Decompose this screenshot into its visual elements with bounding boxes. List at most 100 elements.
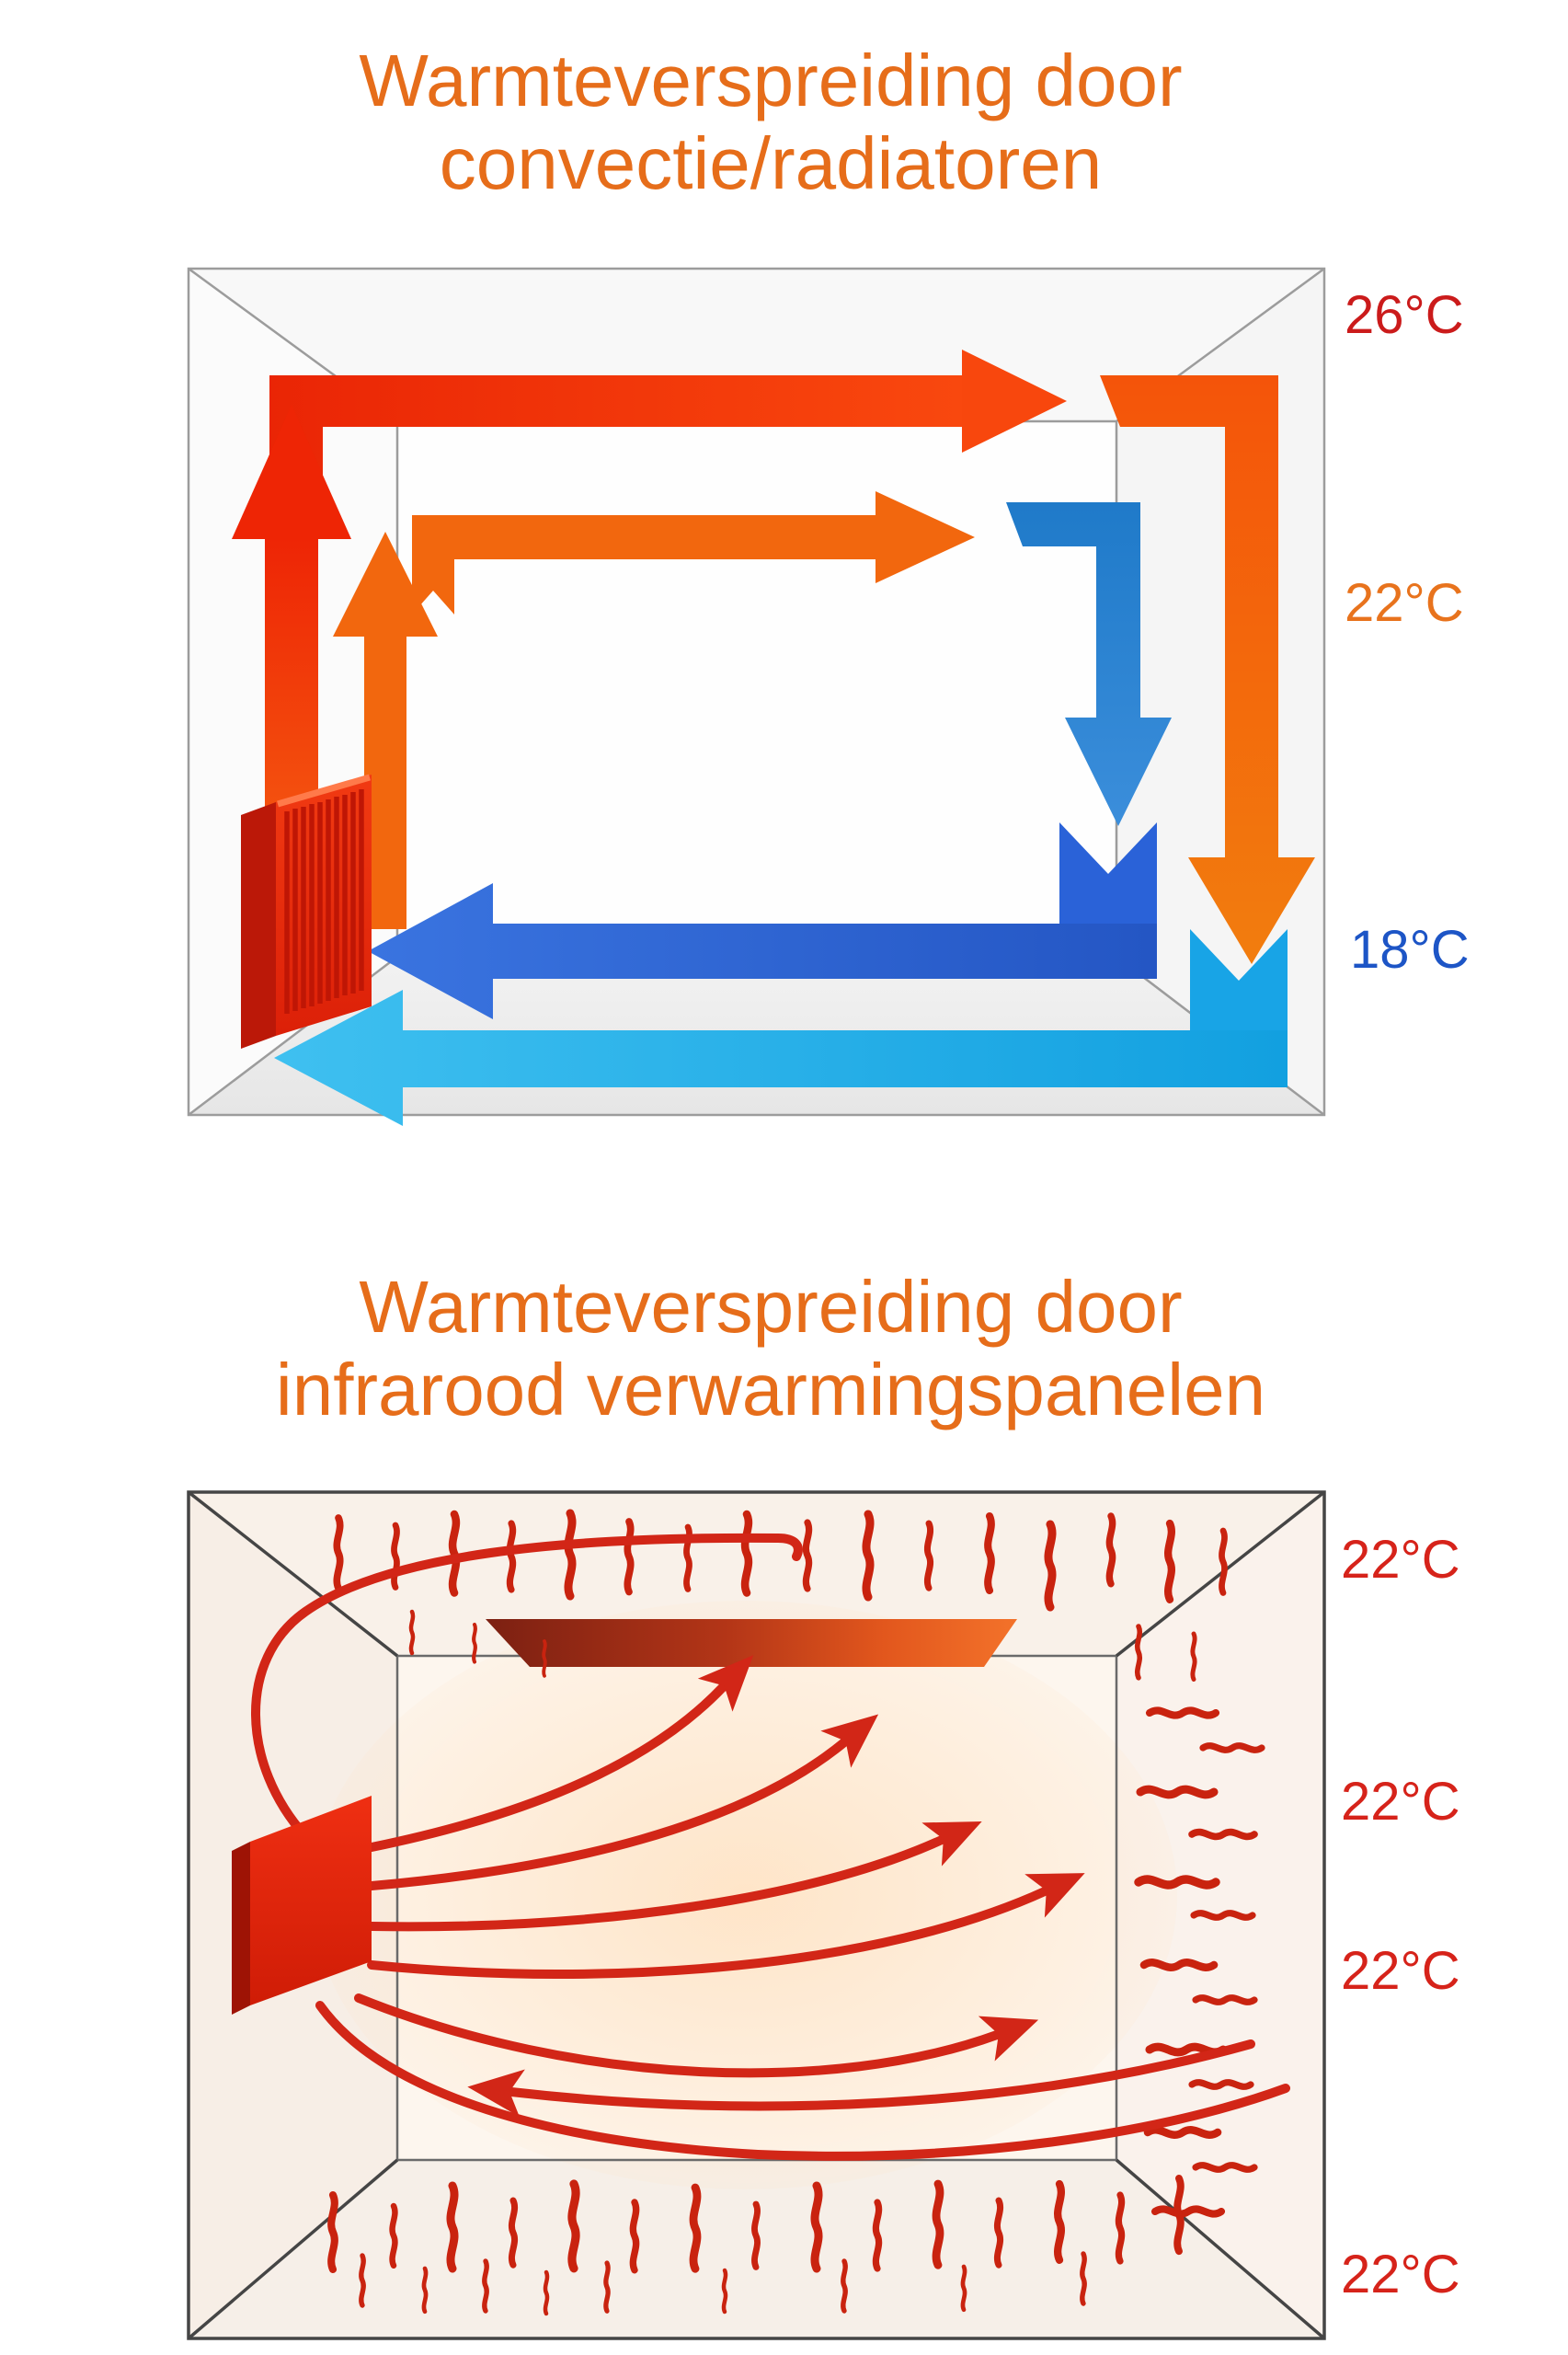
heat-wave-icon — [633, 2202, 635, 2270]
heat-wave-icon — [1192, 2083, 1251, 2087]
ceiling-flow-inner-arrowhead — [876, 491, 975, 583]
heat-wave-icon — [411, 1612, 413, 1653]
radiator-side-face — [241, 802, 276, 1049]
heat-wave-icon — [474, 1625, 475, 1662]
heat-wave-icon — [1144, 1962, 1214, 1967]
radiant-ray-return-arrow — [467, 2039, 1255, 2118]
heat-wave-icon — [745, 1514, 749, 1593]
infrared-room-diagram: 22°C 22°C 22°C 22°C — [187, 1490, 1460, 2340]
radiant-ray-arrow-3 — [367, 1821, 982, 1932]
radiator-top-highlight — [277, 774, 371, 808]
heat-wave-icon — [815, 2186, 818, 2269]
radiant-ray-arrow-4 — [367, 1873, 1085, 1979]
heat-wave-icon — [1138, 1626, 1140, 1678]
heat-wave-icon — [1221, 1531, 1224, 1593]
ceiling-infrared-panel — [486, 1619, 1017, 1667]
ceiling-flow-outer-arrowhead — [962, 350, 1067, 453]
heat-wave-icon — [876, 2202, 878, 2269]
heat-wave-icon — [545, 2272, 547, 2314]
heat-wave-icon — [927, 1523, 930, 1588]
descending-flow-inner-elbow-arrow — [1006, 502, 1172, 826]
temperature-label-22c-4: 22°C — [1341, 2245, 1460, 2304]
heat-wave-icon — [393, 2206, 395, 2266]
heat-wave-icon — [606, 2263, 608, 2311]
heat-wave-icon — [424, 2269, 426, 2312]
heat-wave-icon — [1148, 2130, 1218, 2134]
diagram2-title-line2: infrarood verwarmingspanelen — [276, 1349, 1265, 1430]
floor-flow-inner-chevron — [1059, 822, 1157, 924]
ceiling-flow-inner-band — [412, 515, 876, 615]
outer-convection-loop — [269, 350, 1315, 1126]
heat-wave-icon — [452, 1514, 456, 1593]
wall-infrared-panel — [232, 1796, 372, 2015]
temperature-label-22c: 22°C — [1345, 573, 1464, 633]
temperature-label-22c-2: 22°C — [1341, 1772, 1460, 1832]
radiant-ray-arrow-1 — [367, 1655, 754, 1852]
heat-wave-icon — [1203, 1746, 1262, 1751]
radiator — [241, 774, 372, 1049]
heat-wave-icon — [843, 2261, 845, 2311]
heat-wave-icon — [331, 2195, 335, 2269]
heat-wave-icon — [509, 1523, 512, 1590]
radiant-ray-to-ceiling — [251, 1533, 803, 1841]
radiant-ray-arrow-2 — [367, 1714, 879, 1890]
heat-wave-icon — [1196, 1998, 1254, 2003]
heat-wave-icon — [988, 1516, 991, 1591]
inner-convection-loop — [368, 491, 1172, 1019]
heat-wave-icon — [724, 2270, 726, 2312]
heat-wave-icon — [1082, 2254, 1084, 2303]
heat-wave-icon — [806, 1522, 808, 1589]
floor-flow-outer-chevron — [1190, 929, 1288, 1030]
heat-wave-icon — [361, 2256, 363, 2305]
temperature-label-22c-3: 22°C — [1341, 1941, 1460, 2001]
heat-wave-icon — [1193, 1634, 1195, 1680]
heat-wave-icon — [963, 2267, 965, 2310]
heat-wave-icon — [1139, 1879, 1216, 1885]
wall-panel-front-face — [250, 1796, 372, 2005]
heat-wave-icon — [693, 2188, 697, 2269]
diagram2-title-line1: Warmteverspreiding door — [359, 1266, 1182, 1348]
heat-wave-icon — [485, 2261, 486, 2311]
heat-wave-icon — [627, 1522, 630, 1592]
radiant-ray-curves — [251, 1533, 1290, 2161]
diagram1-title-line2: convectie/radiatoren — [440, 122, 1102, 204]
radiator-fins — [284, 789, 364, 1014]
heat-wave-icon — [451, 2186, 454, 2269]
floor-flow-outer-band-arrow — [274, 990, 1288, 1126]
room1-back-wall — [397, 421, 1116, 957]
heat-wave-icon — [337, 1518, 339, 1589]
heat-wave-icon — [542, 1639, 547, 1678]
room2-ceiling — [189, 1492, 1324, 1656]
descending-flow-outer-elbow-arrow — [1100, 375, 1315, 964]
heat-wave-icon — [1058, 2184, 1061, 2260]
ceiling-flow-outer-band — [269, 375, 962, 486]
heat-wave-icon — [866, 1514, 870, 1597]
heat-wave-icon — [1168, 1523, 1172, 1600]
rising-arrow-red-shaft — [265, 539, 318, 830]
heat-wave-icon — [997, 2200, 1000, 2265]
heat-wave-icon — [1140, 1789, 1214, 1795]
temperature-label-26c: 26°C — [1345, 285, 1464, 345]
floor-flow-inner-band-arrow — [368, 883, 1157, 1019]
heat-wave-icon — [1048, 1524, 1052, 1607]
room2-outline — [187, 1490, 1326, 2340]
convection-room-diagram: 26°C 22°C 18°C — [187, 267, 1470, 1126]
diagram1-title-line1: Warmteverspreiding door — [359, 40, 1182, 121]
heat-wave-icon — [1196, 2165, 1254, 2170]
temperature-label-22c-1: 22°C — [1341, 1530, 1460, 1590]
heat-wave-icon — [1155, 2209, 1221, 2213]
heat-wave-icon — [394, 1525, 396, 1588]
heat-wave-icon — [1109, 1516, 1112, 1584]
heat-wave-icon — [1150, 1710, 1216, 1715]
heat-wave-icon — [511, 2200, 514, 2265]
rising-heat-arrows — [232, 405, 438, 929]
heat-wave-icon — [568, 1513, 572, 1596]
rising-arrow-orange-head — [333, 532, 438, 637]
radiant-ray-floor-sweep — [315, 2001, 1290, 2161]
radiant-ray-arrow-5 — [354, 1993, 1039, 2078]
heat-wave-icon — [1118, 2195, 1121, 2261]
heat-wave-icon — [936, 2184, 940, 2265]
heat-wave-icon — [1192, 1832, 1254, 1837]
rising-arrow-red-head — [232, 405, 351, 539]
